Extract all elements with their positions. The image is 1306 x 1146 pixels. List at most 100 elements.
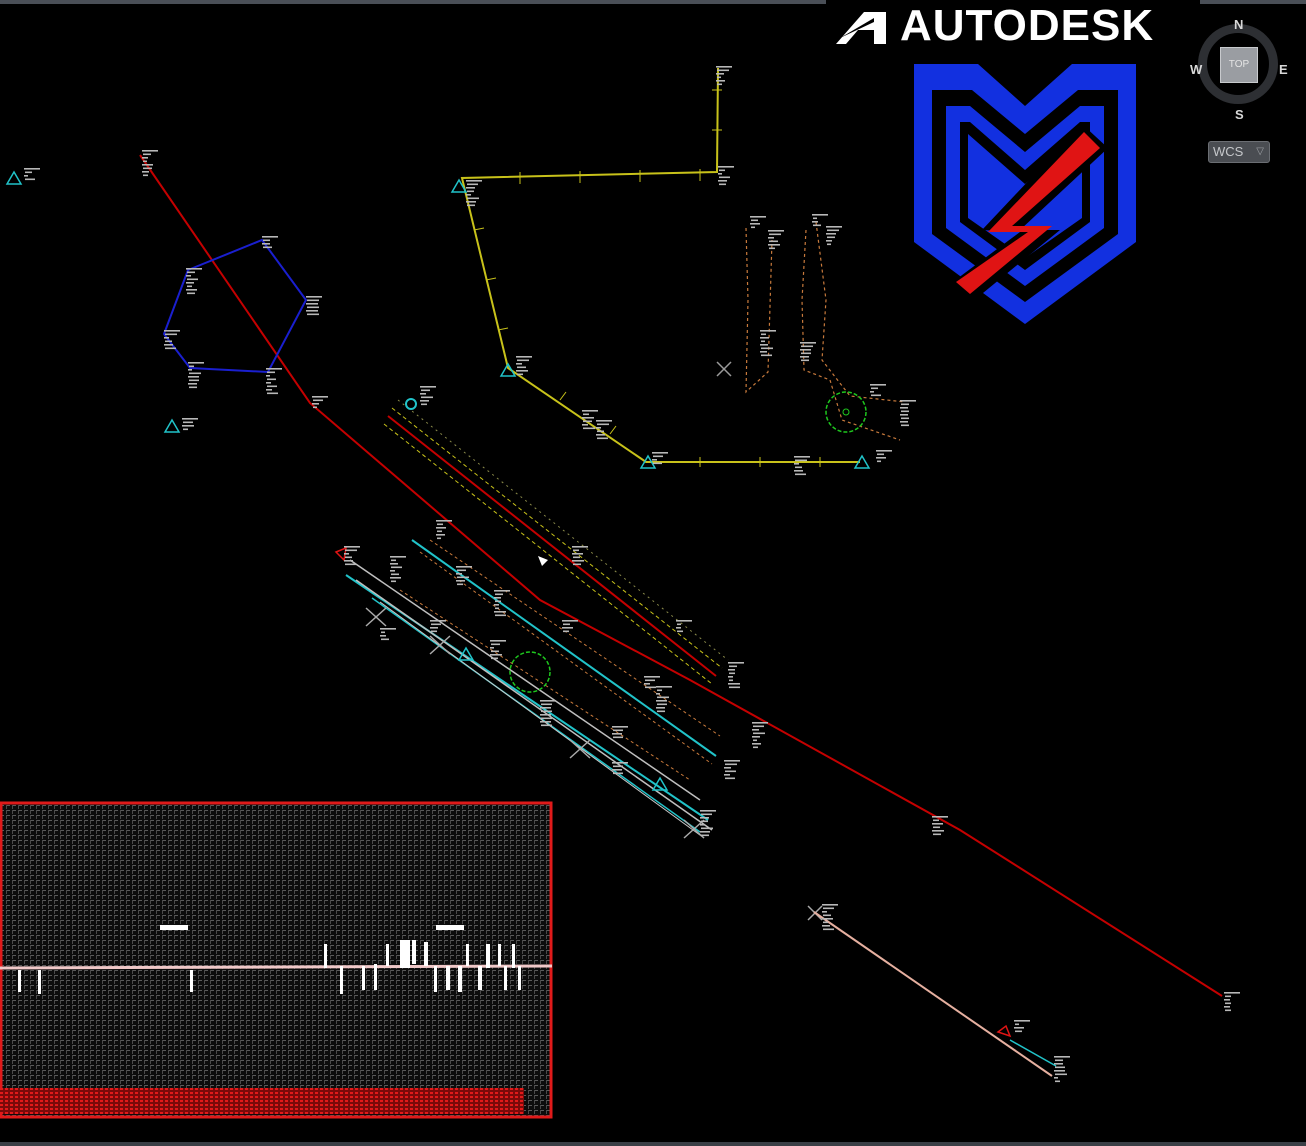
dashed-paths-orange[interactable] [745, 221, 906, 441]
label-stack-line [901, 410, 909, 413]
label-stack-line [822, 918, 833, 920]
label-stack-line [761, 333, 766, 336]
survey-point-triangles[interactable] [5, 170, 871, 791]
label-stack-line [769, 233, 781, 236]
manhole-circle-lower[interactable] [509, 651, 551, 693]
label-stack-line [420, 386, 436, 388]
compass-north[interactable]: N [1234, 17, 1244, 32]
pipe-line-pink[interactable] [813, 911, 1053, 1077]
label-stack-line [456, 573, 462, 575]
label-stack-line [700, 824, 705, 826]
label-stack-line [877, 460, 881, 463]
label-stack-line [728, 683, 740, 685]
label-stack-line [900, 421, 908, 423]
label-stack-line [541, 724, 552, 727]
label-stack-line [263, 246, 272, 249]
label-stack-line [701, 827, 713, 830]
brand-banner [826, 0, 1200, 52]
label-stack-line [495, 593, 503, 596]
compass-west[interactable]: W [1190, 62, 1203, 77]
label-stack-line [381, 631, 385, 634]
label-stack-line [457, 569, 466, 572]
chevron-down-icon: ▽ [1256, 146, 1264, 157]
label-stack-line [729, 672, 735, 675]
label-stack-line [182, 418, 198, 420]
label-stack-line [823, 928, 834, 931]
alignment-red-line[interactable] [139, 154, 1223, 997]
label-stack-line [495, 614, 506, 617]
label-stack-line [717, 69, 729, 72]
label-stack-line [597, 423, 609, 426]
label-stack-line [437, 537, 441, 540]
label-stack-line [263, 239, 270, 242]
label-stack-line [307, 313, 319, 316]
label-stack-line [583, 413, 589, 416]
wcs-dropdown[interactable]: WCS ▽ [1208, 141, 1270, 163]
profile-view-panel[interactable] [0, 801, 553, 1119]
label-stack-line [266, 389, 272, 391]
label-stack-line [795, 473, 806, 476]
label-stack-line [467, 183, 478, 186]
parcel-polygon-blue[interactable] [162, 238, 308, 374]
label-stack-line [826, 233, 836, 235]
manhole-circle-upper[interactable] [825, 391, 867, 433]
label-stack-line [436, 527, 446, 529]
label-stack-line [801, 345, 813, 348]
label-stack-line [822, 904, 838, 906]
label-stack-line [656, 700, 667, 702]
profile-structure-bar [458, 966, 462, 992]
label-stack-line [437, 530, 442, 533]
label-stack-line [312, 403, 319, 405]
label-stack-line [187, 278, 198, 281]
white-marker [538, 556, 548, 566]
label-stack-line [760, 337, 769, 339]
label-stack-line [597, 437, 608, 440]
compass-ring[interactable] [1198, 24, 1278, 104]
label-stack-line [573, 549, 579, 552]
label-stack-line [725, 777, 735, 780]
label-stack-line [267, 378, 276, 381]
label-stack-line [24, 175, 28, 177]
label-stack-line [716, 80, 725, 82]
survey-polyline-yellow[interactable] [460, 67, 860, 463]
label-stack-line [306, 296, 322, 298]
label-stack-line [1015, 1030, 1022, 1033]
compass-south[interactable]: S [1235, 107, 1244, 122]
corridor-lower[interactable] [345, 539, 721, 839]
label-stack-line [657, 710, 665, 713]
profile-structure-bar [374, 964, 377, 990]
label-stack-line [390, 563, 398, 565]
viewcube-top-face[interactable]: TOP [1220, 47, 1258, 83]
label-stack-line [573, 556, 580, 559]
label-stack-line [421, 403, 427, 406]
label-stack-line [391, 573, 399, 576]
label-stack-line [420, 400, 429, 402]
label-stack-line [900, 400, 916, 402]
polyline-ticks [473, 89, 821, 467]
label-stack-line [613, 765, 623, 768]
corridor-upper[interactable] [383, 399, 729, 685]
compass-east[interactable]: E [1279, 62, 1288, 77]
label-stack-line [597, 430, 604, 433]
label-stack-line [517, 359, 529, 362]
label-stack-line [760, 330, 776, 332]
profile-structure-bar [324, 944, 327, 968]
label-stack-line [729, 665, 737, 668]
label-stack-line [494, 604, 499, 606]
label-stack-line [657, 696, 669, 699]
label-stack-line [768, 230, 784, 232]
label-stack-line [25, 171, 32, 174]
label-stack-line [900, 407, 908, 409]
label-stack-line [724, 767, 731, 769]
viewcube-compass[interactable]: TOP N S W E [1190, 14, 1290, 126]
label-stack-line [612, 762, 628, 764]
label-stack-line [717, 83, 722, 86]
label-stack-line [262, 236, 278, 238]
label-stack-line [656, 693, 660, 695]
window-bottom-border [0, 1142, 1306, 1146]
label-stack-line [701, 813, 712, 816]
label-stack-line [752, 729, 759, 731]
label-stack-line [933, 819, 939, 822]
profile-structure-bar [18, 970, 21, 992]
